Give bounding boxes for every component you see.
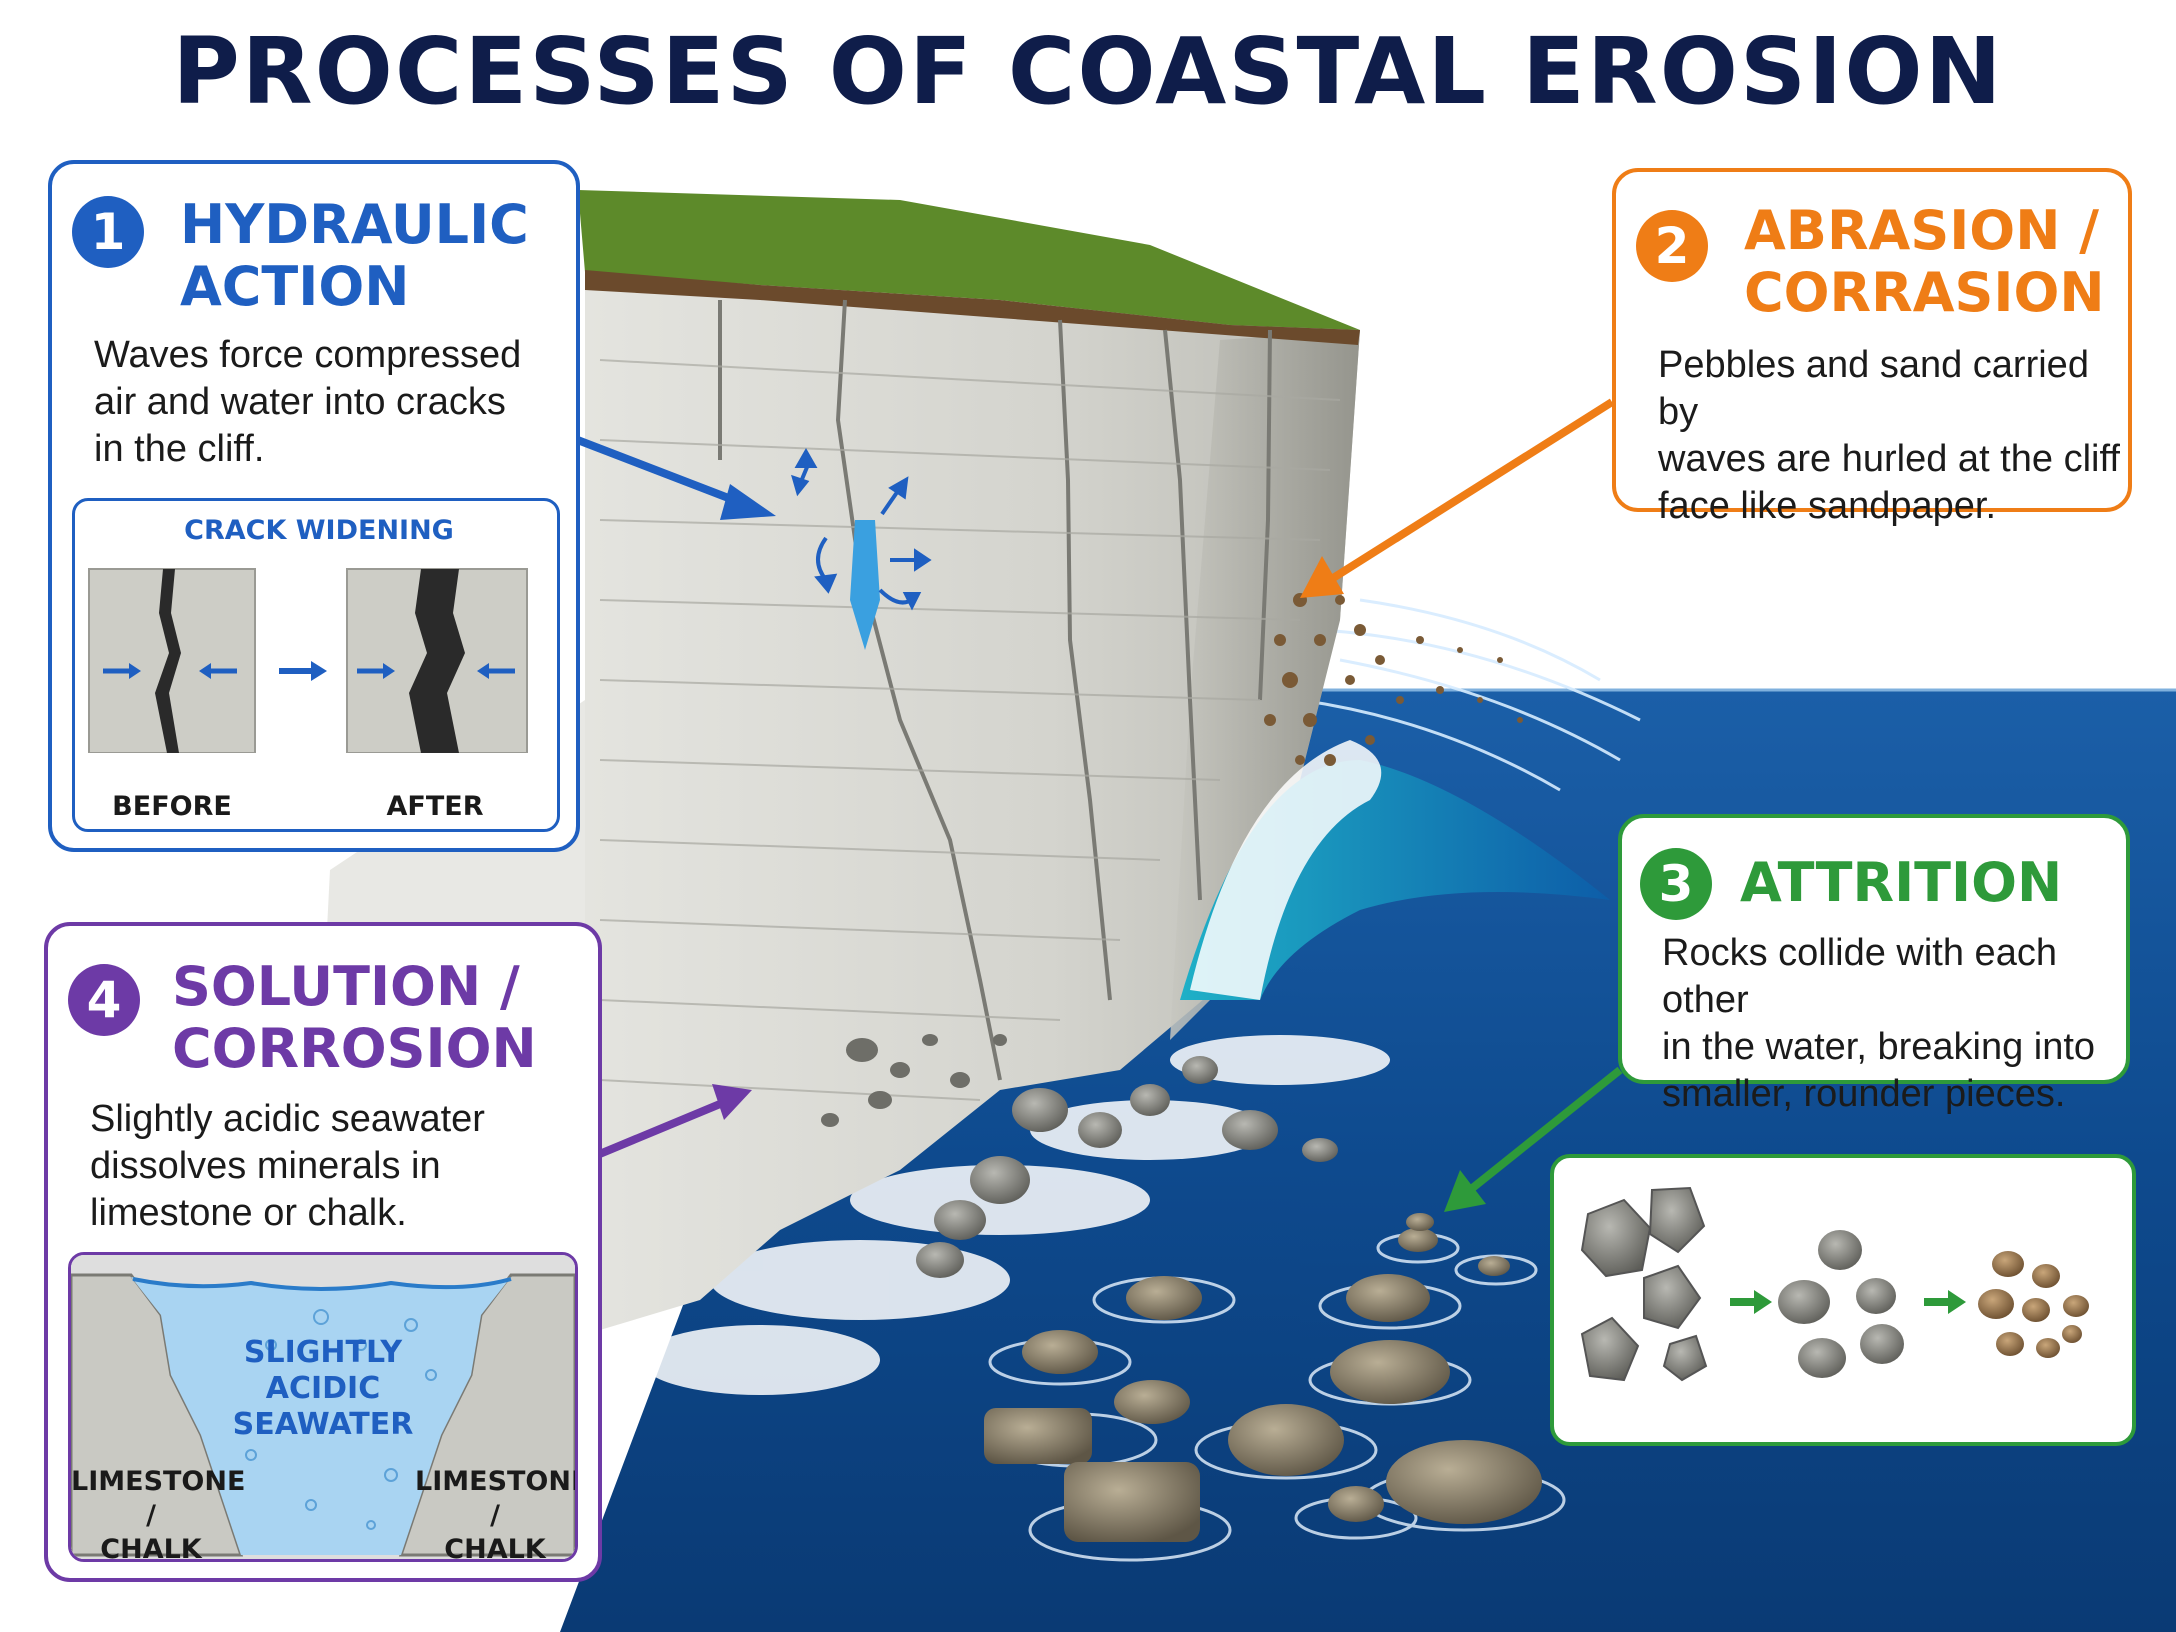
- hydraulic-action-heading: HYDRAULIC ACTION: [180, 193, 529, 318]
- attrition-card: 3 ATTRITION Rocks collide with each othe…: [1618, 814, 2130, 1115]
- rocks: [916, 1056, 1542, 1542]
- crack-widening-label: CRACK WIDENING: [184, 515, 454, 546]
- grass-top: [578, 190, 1360, 330]
- rock-rounding-diagram: [1580, 1186, 2089, 1382]
- hydraulic-action-text: Waves force compressed air and water int…: [94, 334, 522, 470]
- number-badge-3: 3: [1640, 848, 1712, 920]
- crack-widening-inset: CRACK WIDENING BEFORE AFTER: [72, 498, 560, 832]
- cliff-shadow-side: [1170, 330, 1360, 1040]
- attrition-rock-progression: [1550, 1154, 2136, 1446]
- arrow-abrasion: [1300, 398, 1615, 598]
- number-badge-4: 4: [68, 964, 140, 1036]
- number-badge-2: 2: [1636, 210, 1708, 282]
- solution-card: 4 SOLUTION / CORROSION Slightly acidic s…: [44, 922, 602, 1582]
- abrasion-heading: ABRASION / CORRASION: [1744, 199, 2105, 324]
- crack-widening-diagram: [88, 568, 528, 753]
- page-title: PROCESSES OF COASTAL EROSION: [172, 18, 2004, 125]
- abrasion-text: Pebbles and sand carried by waves are hu…: [1658, 344, 2120, 527]
- arrow-solution: [588, 1084, 752, 1162]
- number-badge-1: 1: [72, 196, 144, 268]
- before-label: BEFORE: [112, 791, 232, 822]
- cliff-cracks: [718, 299, 1272, 1081]
- acidic-seawater-inset: SLIGHTLY ACIDIC SEAWATER LIMESTONE / CHA…: [68, 1252, 578, 1562]
- limestone-left-label: LIMESTONE / CHALK: [71, 1466, 246, 1562]
- abrasion-card: 2 ABRASION / CORRASION Pebbles and sand …: [1612, 168, 2132, 527]
- solution-heading: SOLUTION / CORROSION: [172, 955, 537, 1080]
- limestone-right-label: LIMESTONE / CHALK: [415, 1466, 578, 1562]
- after-label: AFTER: [386, 791, 484, 822]
- crack-water: [850, 520, 880, 650]
- solution-text: Slightly acidic seawater dissolves miner…: [90, 1098, 485, 1234]
- flying-pebbles: [1264, 593, 1523, 766]
- seawater-label: SLIGHTLY ACIDIC SEAWATER: [232, 1335, 414, 1442]
- arrow-attrition: [1444, 1066, 1623, 1212]
- hydraulic-action-card: 1 HYDRAULIC ACTION Waves force compresse…: [48, 160, 580, 852]
- acidic-seawater-diagram: [71, 1255, 575, 1559]
- solution-holes: [821, 1034, 1007, 1127]
- pressure-arrows: [791, 447, 932, 611]
- attrition-heading: ATTRITION: [1740, 851, 2063, 914]
- cliff-strata: [599, 359, 1341, 1101]
- attrition-text: Rocks collide with each other in the wat…: [1662, 932, 2096, 1115]
